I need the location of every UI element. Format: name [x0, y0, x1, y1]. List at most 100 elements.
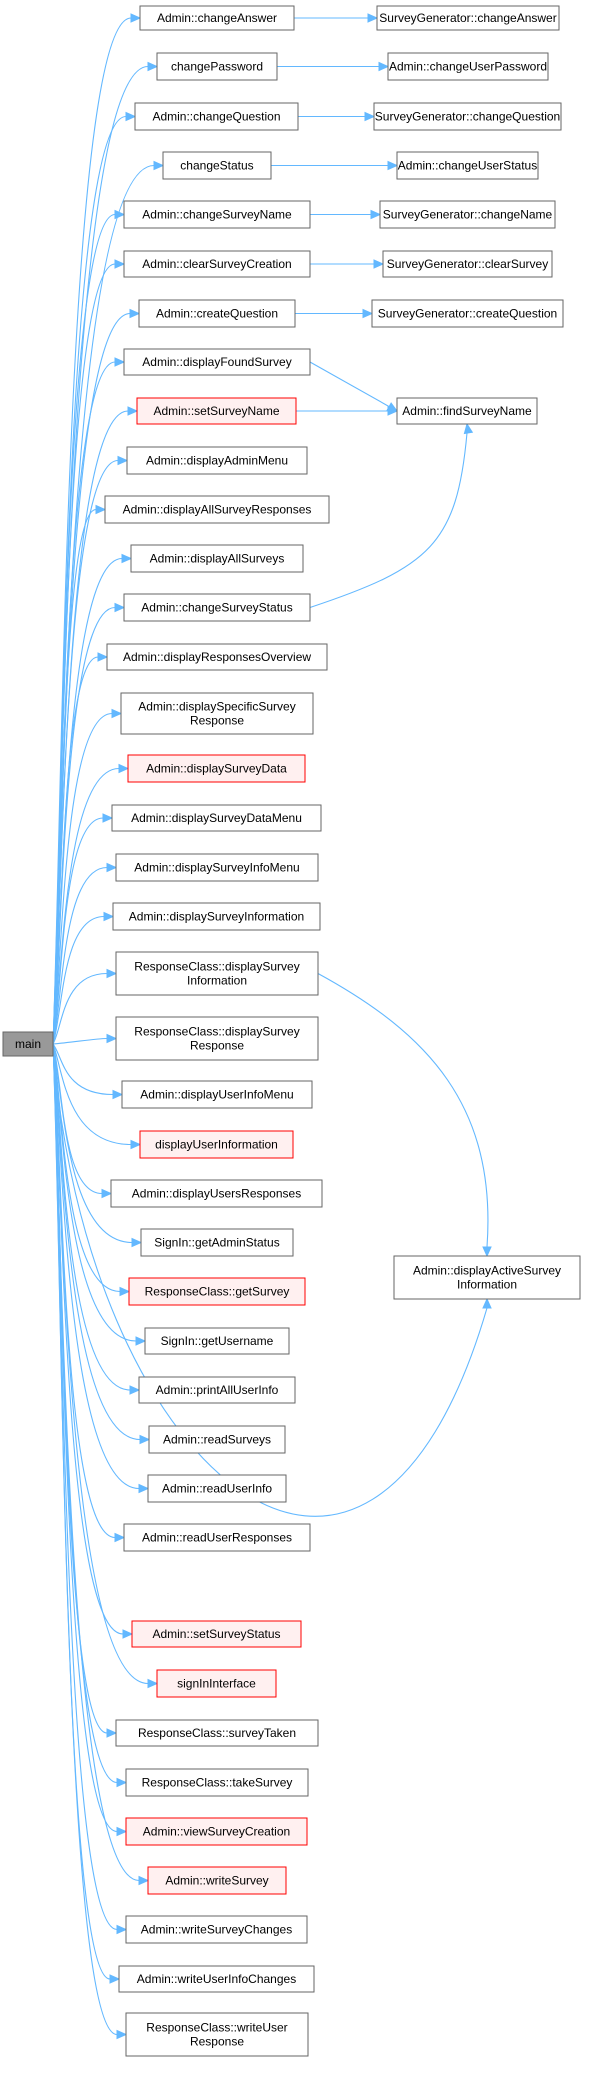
edge-n6-s6	[310, 259, 385, 269]
node-label: Response	[190, 2035, 244, 2049]
node-admin-displayresponsesoverview[interactable]: Admin::displayResponsesOverview	[106, 643, 328, 671]
edge-main-n19	[52, 911, 115, 1045]
node-signin-getusername[interactable]: SignIn::getUsername	[144, 1327, 290, 1355]
node-admin-writeuserinfochanges[interactable]: Admin::writeUserInfoChanges	[118, 1965, 315, 1993]
node-admin-changesurveystatus[interactable]: Admin::changeSurveyStatus	[123, 593, 311, 622]
edges-layer	[52, 13, 492, 2040]
node-surveygenerator-changeanswer[interactable]: SurveyGenerator::changeAnswer	[376, 5, 560, 31]
edge-n7-s7	[295, 308, 374, 319]
edge-main-n33	[52, 1043, 159, 1689]
node-admin-readuserresponses[interactable]: Admin::readUserResponses	[123, 1523, 311, 1552]
node-label: ResponseClass::writeUser	[146, 2021, 287, 2035]
node-admin-displaysurveyinfomenu[interactable]: Admin::displaySurveyInfoMenu	[115, 853, 319, 882]
node-admin-changesurveyname[interactable]: Admin::changeSurveyName	[123, 200, 311, 229]
node-box	[126, 446, 308, 475]
node-label: Admin::viewSurveyCreation	[143, 1825, 290, 1839]
edge-n8-s8	[309, 361, 399, 412]
node-admin-changequestion[interactable]: Admin::changeQuestion	[134, 102, 299, 131]
node-responseclass-surveytaken[interactable]: ResponseClass::surveyTaken	[115, 1719, 319, 1747]
node-label: Response	[190, 714, 244, 728]
node-admin-displaysurveyinformation[interactable]: Admin::displaySurveyInformation	[112, 902, 321, 931]
node-box	[387, 52, 549, 81]
node-label: Admin::displayFoundSurvey	[142, 355, 291, 369]
edge-main-n21-arrowhead	[106, 1033, 118, 1044]
node-box	[120, 692, 314, 735]
node-admin-writesurvey[interactable]: Admin::writeSurvey	[147, 1866, 287, 1895]
node-admin-createquestion[interactable]: Admin::createQuestion	[138, 299, 296, 328]
node-admin-displayuserinfomenu[interactable]: Admin::displayUserInfoMenu	[121, 1080, 313, 1109]
edge-n20-s9	[317, 973, 492, 1258]
node-admin-changeanswer[interactable]: Admin::changeAnswer	[139, 5, 295, 31]
edge-main-n27-arrowhead	[135, 1336, 147, 1346]
node-admin-displayallsurveys[interactable]: Admin::displayAllSurveys	[130, 544, 304, 573]
node-label: Admin::displayUserInfoMenu	[140, 1088, 293, 1102]
node-label: Admin::findSurveyName	[402, 404, 532, 418]
edge-main-n18-line	[52, 866, 108, 1045]
node-signininterface[interactable]: signInInterface	[156, 1669, 277, 1698]
node-admin-readuserinfo[interactable]: Admin::readUserInfo	[147, 1474, 287, 1503]
node-main[interactable]: main	[2, 1031, 54, 1057]
node-changestatus[interactable]: changeStatus	[162, 151, 272, 180]
edge-main-n20	[52, 968, 118, 1045]
node-box	[110, 1179, 323, 1208]
node-admin-writesurveychanges[interactable]: Admin::writeSurveyChanges	[125, 1915, 308, 1944]
node-label: Admin::changeUserStatus	[398, 159, 537, 173]
node-admin-displaysurveydatamenu[interactable]: Admin::displaySurveyDataMenu	[111, 804, 322, 832]
node-surveygenerator-changequestion[interactable]: SurveyGenerator::changeQuestion	[373, 102, 562, 131]
edge-n9-s8-arrowhead	[387, 406, 399, 416]
node-box	[118, 1965, 315, 1993]
node-admin-viewsurveycreation[interactable]: Admin::viewSurveyCreation	[125, 1817, 308, 1846]
node-admin-changeuserpassword[interactable]: Admin::changeUserPassword	[387, 52, 549, 81]
node-box	[144, 1327, 290, 1355]
node-admin-clearsurveycreation[interactable]: Admin::clearSurveyCreation	[123, 250, 311, 278]
node-surveygenerator-createquestion[interactable]: SurveyGenerator::createQuestion	[371, 299, 564, 328]
node-admin-displayusersresponses[interactable]: Admin::displayUsersResponses	[110, 1179, 323, 1208]
node-admin-changeuserstatus[interactable]: Admin::changeUserStatus	[396, 151, 539, 180]
node-label: changePassword	[171, 60, 263, 74]
node-label: signInInterface	[177, 1677, 256, 1691]
node-box	[115, 1719, 319, 1747]
node-responseclass-displaysurveyinformation[interactable]: ResponseClass::displaySurveyInformation	[115, 951, 319, 996]
node-admin-printalluserinfo[interactable]: Admin::printAllUserInfo	[138, 1376, 296, 1404]
node-displayuserinformation[interactable]: displayUserInformation	[139, 1130, 294, 1159]
edge-main-n30-line	[52, 1043, 140, 1490]
node-admin-displayadminmenu[interactable]: Admin::displayAdminMenu	[126, 446, 308, 475]
node-box	[140, 1228, 294, 1257]
node-surveygenerator-changename[interactable]: SurveyGenerator::changeName	[379, 200, 556, 229]
node-admin-displayallsurveyresponses[interactable]: Admin::displayAllSurveyResponses	[104, 495, 330, 524]
edge-main-n14	[52, 652, 109, 1045]
edge-main-n6-arrowhead	[114, 259, 126, 269]
node-surveygenerator-clearsurvey[interactable]: SurveyGenerator::clearSurvey	[382, 250, 553, 278]
node-admin-setsurveyname[interactable]: Admin::setSurveyName	[136, 397, 297, 425]
node-responseclass-takesurvey[interactable]: ResponseClass::takeSurvey	[125, 1768, 309, 1797]
node-box	[104, 495, 330, 524]
node-label: Admin::createQuestion	[156, 307, 278, 321]
node-box	[131, 1620, 302, 1648]
node-responseclass-getsurvey[interactable]: ResponseClass::getSurvey	[128, 1277, 306, 1306]
nodes-layer: mainAdmin::changeAnswerchangePasswordAdm…	[2, 5, 581, 2057]
edge-n6-s6-arrowhead	[373, 259, 385, 269]
edge-main-n20-arrowhead	[106, 968, 118, 979]
node-admin-findsurveyname[interactable]: Admin::findSurveyName	[396, 397, 538, 425]
node-label: ResponseClass::displaySurvey	[134, 1025, 299, 1039]
node-signin-getadminstatus[interactable]: SignIn::getAdminStatus	[140, 1228, 294, 1257]
edge-main-n15	[52, 708, 123, 1045]
node-changepassword[interactable]: changePassword	[156, 52, 278, 81]
node-label: main	[15, 1037, 41, 1051]
edge-main-n23-line	[52, 1043, 132, 1146]
node-admin-readsurveys[interactable]: Admin::readSurveys	[148, 1425, 286, 1454]
edge-n20-s9-line	[317, 973, 489, 1248]
edge-main-n16-arrowhead	[118, 763, 130, 774]
node-label: Admin::displaySurveyInformation	[129, 910, 304, 924]
edge-n13-s8	[309, 422, 474, 609]
node-admin-displaysurveydata[interactable]: Admin::displaySurveyData	[127, 754, 306, 783]
node-admin-setsurveystatus[interactable]: Admin::setSurveyStatus	[131, 1620, 302, 1648]
node-admin-displayfoundsurvey[interactable]: Admin::displayFoundSurvey	[123, 348, 311, 376]
node-label: SurveyGenerator::changeQuestion	[375, 110, 560, 124]
edge-main-n17	[52, 813, 114, 1045]
edge-main-n40-line	[52, 1043, 118, 2036]
